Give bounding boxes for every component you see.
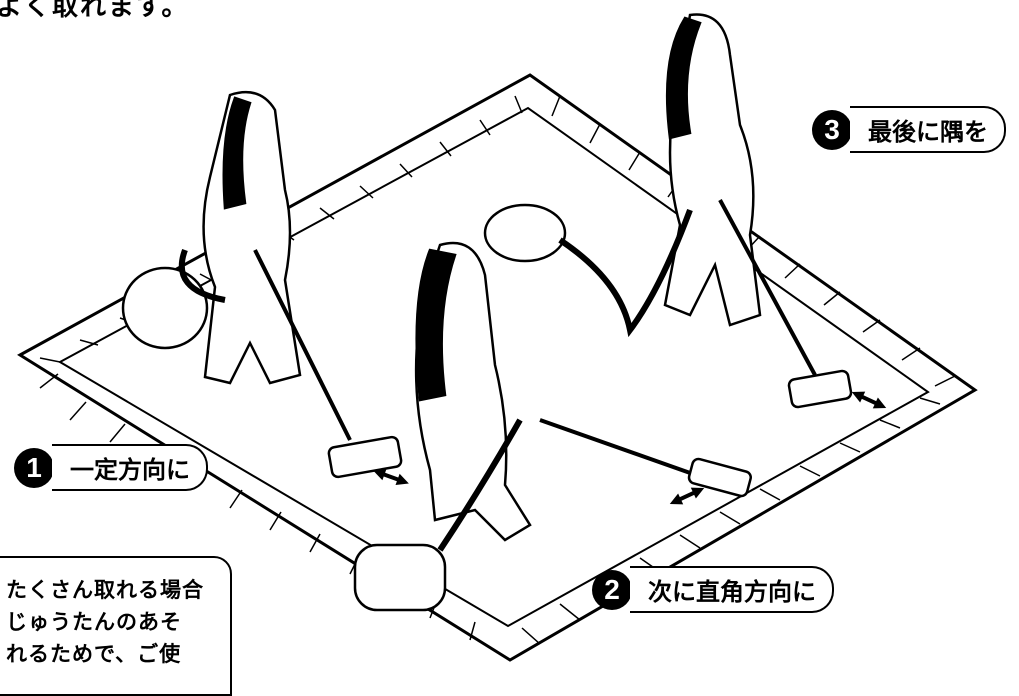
step-2-label: 次に直角方向に (630, 566, 834, 613)
step-3-callout: 3 最後に隅を (812, 106, 1006, 153)
vacuum-hose-2 (437, 418, 523, 552)
vacuum-body-3 (483, 203, 567, 263)
vacuum-pipe-2 (539, 418, 711, 482)
carpet-inner-edge (57, 106, 930, 628)
carpet (17, 73, 978, 662)
step-3-number: 3 (812, 109, 852, 150)
note-line-1: たくさん取れる場合 (6, 578, 204, 602)
figure-2 (353, 241, 752, 612)
arrow-1 (373, 468, 409, 486)
vacuum-hose-3 (558, 208, 693, 338)
vacuum-body-1 (121, 266, 209, 350)
vacuum-body-2 (353, 543, 447, 612)
step-2-callout: 2 次に直角方向に (592, 566, 834, 613)
vacuum-pipe-1 (253, 249, 352, 441)
step-1-label: 一定方向に (52, 444, 208, 491)
figure-1 (121, 90, 403, 479)
note-line-2: じゅうたんのあそ (6, 610, 182, 634)
figure-3 (483, 13, 853, 409)
step-1-number: 1 (14, 447, 54, 488)
vacuum-head-2 (687, 457, 752, 498)
note-line-3: れるためで、ご使 (6, 642, 182, 666)
vacuum-head-3 (787, 369, 853, 409)
person-2 (414, 241, 532, 542)
person-1 (202, 90, 302, 385)
vacuum-hose-1 (178, 248, 226, 303)
carpet-outer-edge (17, 73, 978, 662)
arrow-2 (669, 487, 705, 505)
step-1-callout: 1 一定方向に (14, 444, 208, 491)
arrow-3 (851, 391, 887, 409)
vacuum-pipe-3 (718, 199, 817, 376)
step-3-label: 最後に隅を (850, 106, 1006, 153)
note-box: たくさん取れる場合 じゅうたんのあそ れるためで、ご使 (0, 556, 232, 696)
motion-arrows (373, 391, 887, 505)
step-2-number: 2 (592, 569, 632, 610)
person-3 (663, 13, 762, 327)
top-text: よく取れます。 (0, 0, 190, 22)
vacuum-head-1 (327, 435, 403, 479)
